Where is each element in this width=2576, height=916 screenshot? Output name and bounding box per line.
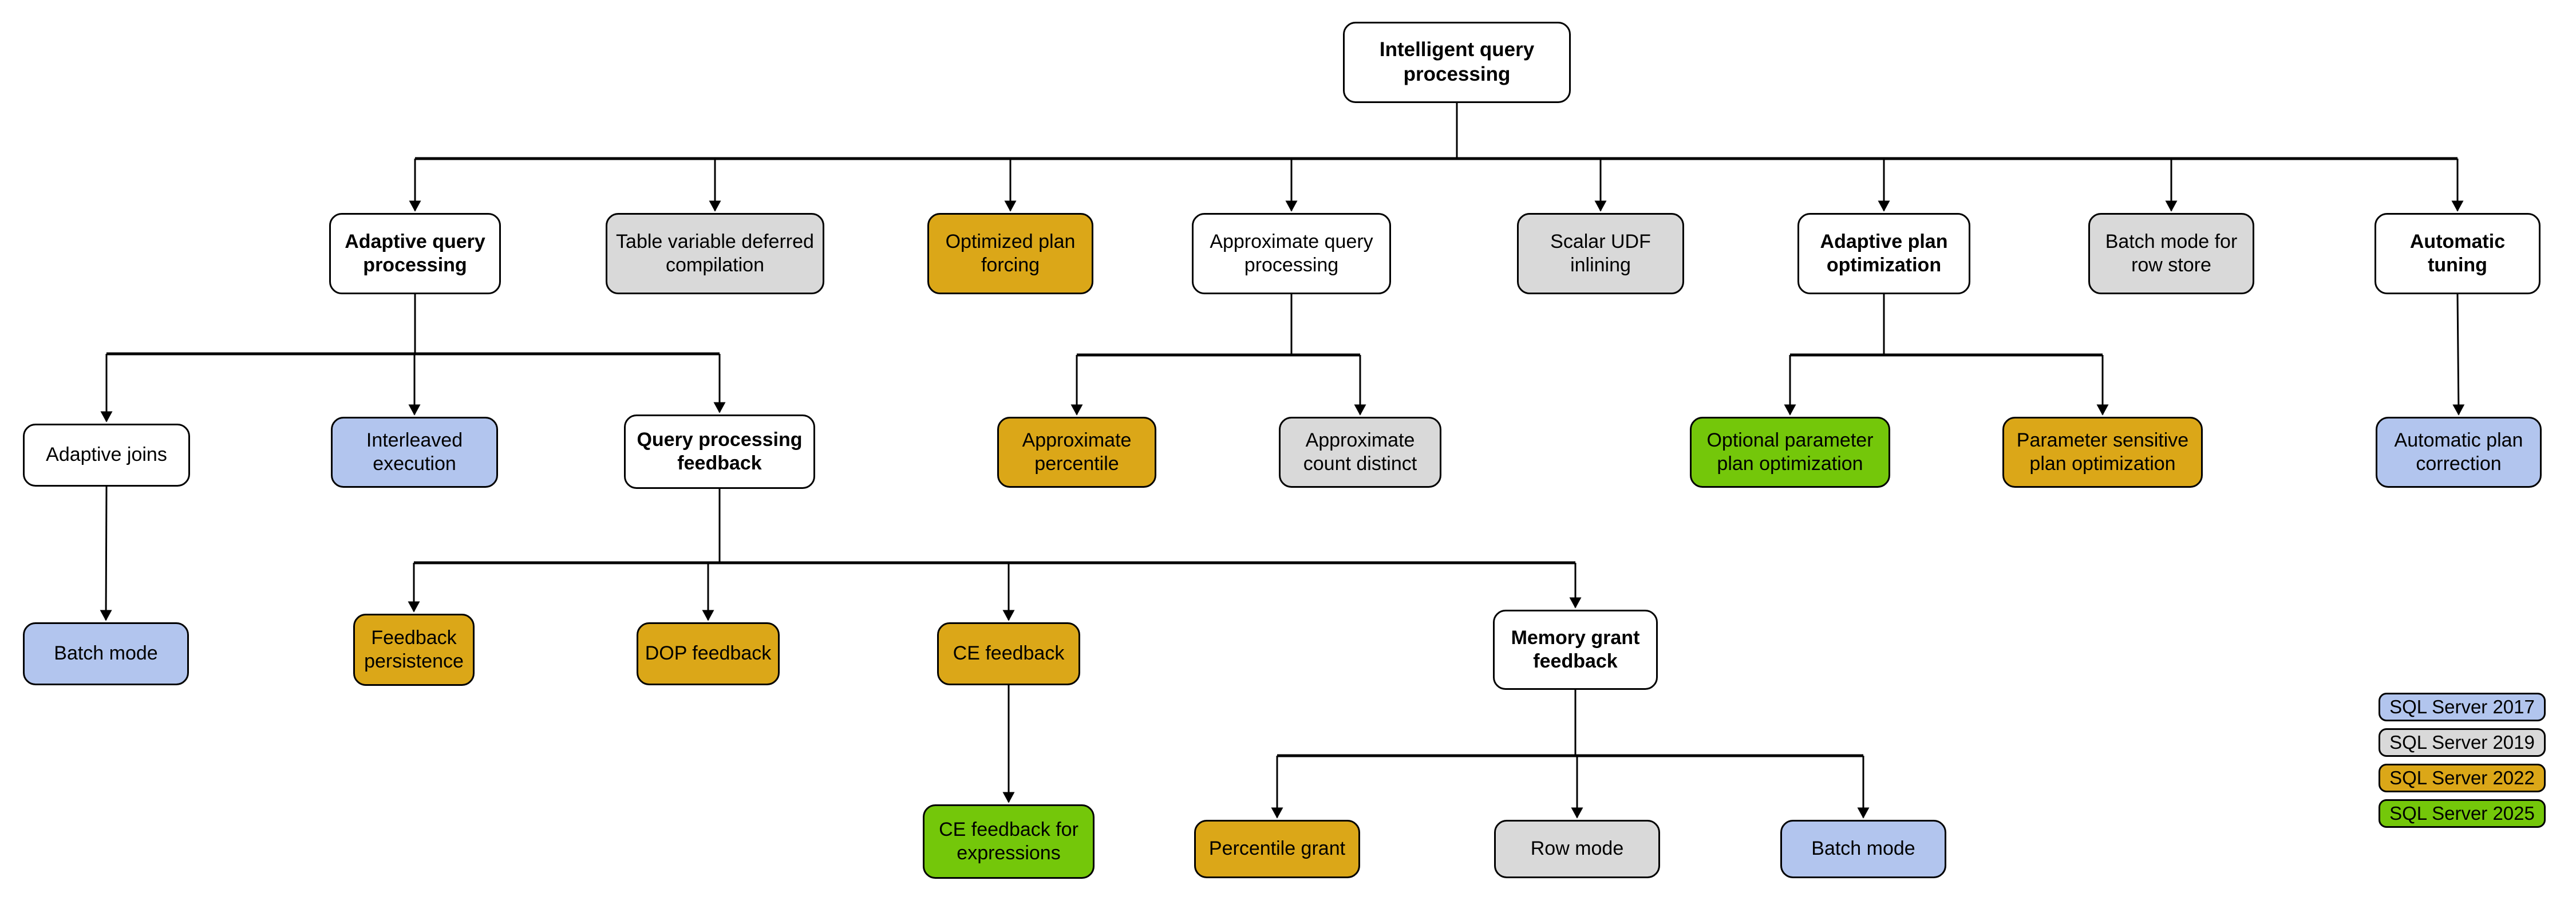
node-aqp[interactable]: Adaptive query processing [329, 213, 501, 294]
node-label: Parameter sensitive plan optimization [2016, 429, 2189, 475]
node-opf[interactable]: Optimized plan forcing [927, 213, 1093, 294]
node-cefb[interactable]: CE feedback [937, 622, 1080, 685]
node-label: DOP feedback [645, 642, 772, 665]
node-label: Adaptive query processing [345, 230, 485, 276]
node-oppo[interactable]: Optional parameter plan optimization [1690, 417, 1890, 488]
node-pctgrant[interactable]: Percentile grant [1194, 820, 1360, 878]
node-label: Intelligent query processing [1379, 38, 1535, 85]
node-adaptivejoins[interactable]: Adaptive joins [23, 424, 190, 487]
node-tvdc[interactable]: Table variable deferred compilation [606, 213, 824, 294]
legend-item-label: SQL Server 2019 [2389, 732, 2535, 753]
node-label: Automatic tuning [2409, 230, 2506, 276]
legend-item-label: SQL Server 2017 [2389, 696, 2535, 717]
node-label: Optimized plan forcing [945, 230, 1076, 276]
node-label: CE feedback [953, 642, 1065, 665]
node-autotune[interactable]: Automatic tuning [2374, 213, 2541, 294]
node-label: Approximate query processing [1210, 230, 1373, 276]
legend-item-sql-server-2019: SQL Server 2019 [2379, 728, 2546, 757]
node-label: Scalar UDF inlining [1550, 230, 1651, 276]
node-label: Adaptive plan optimization [1820, 230, 1948, 276]
node-label: Query processing feedback [637, 428, 803, 474]
node-udf[interactable]: Scalar UDF inlining [1517, 213, 1684, 294]
node-dopfb[interactable]: DOP feedback [637, 622, 780, 685]
node-label: Table variable deferred compilation [616, 230, 814, 276]
node-batchmode1[interactable]: Batch mode [23, 622, 189, 685]
node-cefbexpr[interactable]: CE feedback for expressions [923, 804, 1095, 879]
node-pspo[interactable]: Parameter sensitive plan optimization [2002, 417, 2203, 488]
node-approxcd[interactable]: Approximate count distinct [1279, 417, 1441, 488]
legend-item-sql-server-2025: SQL Server 2025 [2379, 799, 2546, 828]
node-label: Approximate percentile [1022, 429, 1132, 475]
node-label: Optional parameter plan optimization [1706, 429, 1874, 475]
node-apc[interactable]: Automatic plan correction [2376, 417, 2542, 488]
node-label: Memory grant feedback [1511, 626, 1640, 672]
legend-item-label: SQL Server 2022 [2389, 767, 2535, 788]
node-mgfb[interactable]: Memory grant feedback [1493, 610, 1658, 690]
legend-item-sql-server-2022: SQL Server 2022 [2379, 764, 2546, 792]
node-label: Automatic plan correction [2394, 429, 2523, 475]
node-label: Batch mode for row store [2105, 230, 2238, 276]
connector-segment [2452, 294, 2465, 416]
node-rowmode[interactable]: Row mode [1494, 820, 1660, 878]
legend-item-sql-server-2017: SQL Server 2017 [2379, 693, 2546, 721]
node-label: Batch mode [54, 642, 158, 665]
node-label: CE feedback for expressions [939, 818, 1078, 864]
node-fbpersist[interactable]: Feedback persistence [353, 614, 475, 686]
node-qpfeedback[interactable]: Query processing feedback [624, 414, 815, 489]
node-label: Interleaved execution [366, 429, 463, 475]
legend-item-label: SQL Server 2025 [2389, 803, 2535, 824]
node-apo[interactable]: Adaptive plan optimization [1797, 213, 1970, 294]
node-bmrs[interactable]: Batch mode for row store [2088, 213, 2254, 294]
node-interleaved[interactable]: Interleaved execution [331, 417, 498, 488]
node-label: Feedback persistence [364, 626, 464, 672]
node-label: Percentile grant [1208, 838, 1346, 860]
node-approxqp[interactable]: Approximate query processing [1192, 213, 1391, 294]
node-approxpct[interactable]: Approximate percentile [997, 417, 1156, 488]
node-label: Row mode [1530, 838, 1624, 860]
node-label: Batch mode [1811, 838, 1915, 860]
node-label: Adaptive joins [46, 444, 167, 466]
node-batchmode2[interactable]: Batch mode [1780, 820, 1946, 878]
node-root[interactable]: Intelligent query processing [1343, 22, 1571, 103]
node-label: Approximate count distinct [1303, 429, 1417, 475]
